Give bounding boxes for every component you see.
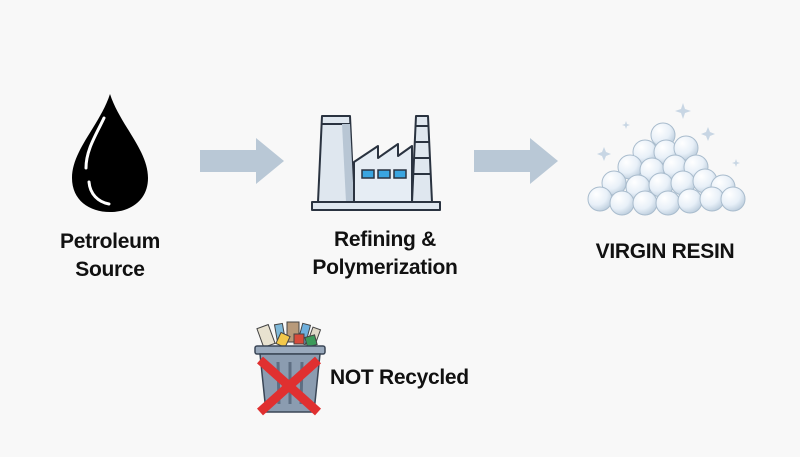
oil-drop-icon xyxy=(72,94,148,212)
resin-pellets-icon xyxy=(587,103,746,216)
step-label-line: Petroleum xyxy=(60,230,160,253)
step-label-process: Refining & Polymerization xyxy=(305,226,465,282)
end-of-life-label: NOT Recycled xyxy=(330,366,469,389)
step-label-output: VIRGIN RESIN xyxy=(595,240,735,263)
flow-arrow-2 xyxy=(474,138,558,184)
step-label-source: Petroleum Source xyxy=(40,228,180,284)
trash-bin-crossed-icon xyxy=(254,321,326,416)
factory-icon xyxy=(311,115,441,211)
flow-arrow-1 xyxy=(200,138,284,184)
step-label-line: Refining & xyxy=(334,228,436,251)
step-label-line: Source xyxy=(75,258,145,281)
step-label-line: Polymerization xyxy=(312,256,458,279)
